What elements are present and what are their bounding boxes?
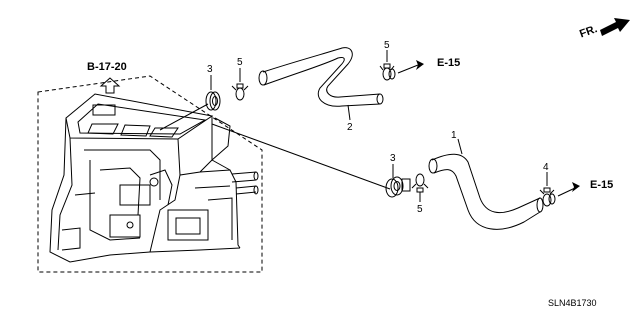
lower-outlet-ref-label: E-15	[590, 179, 613, 191]
up-arrow-icon	[99, 77, 121, 94]
grommet-lower	[385, 176, 411, 198]
upper-outlet-ref-label: E-15	[437, 57, 460, 69]
callout-4: 4	[543, 162, 549, 173]
leader-housing-to-grommet-lower	[211, 123, 391, 190]
clamp-upper-left	[231, 83, 249, 101]
leader-lower-arrow	[557, 187, 576, 197]
callout-5-lower-left: 5	[417, 204, 423, 215]
callout-2: 2	[347, 122, 353, 133]
grommet-upper	[205, 91, 221, 111]
callout-5-upper-left: 5	[237, 57, 243, 68]
heater-housing	[49, 93, 259, 263]
arrow-right-icon	[416, 60, 424, 70]
leader-housing-to-grommet-upper	[159, 103, 209, 131]
housing-boundary	[37, 75, 263, 273]
front-indicator-label: FR.	[578, 23, 599, 40]
housing-ref-label: B-17-20	[87, 61, 127, 73]
callout-5-upper-right: 5	[384, 40, 390, 51]
leader-2	[347, 104, 351, 121]
hose-upper	[258, 47, 384, 107]
leader-upper-arrow	[397, 64, 419, 74]
clamp-lower-left	[411, 173, 429, 193]
drawing-code: SLN4B1730	[548, 298, 597, 308]
callout-3-lower: 3	[390, 153, 396, 164]
clamp-lower-right	[539, 187, 556, 207]
clamp-upper-right	[379, 63, 396, 81]
arrow-right-icon	[572, 182, 580, 192]
callout-1: 1	[451, 130, 457, 141]
callout-3-upper: 3	[207, 64, 213, 75]
hose-lower	[428, 153, 544, 230]
leader-1	[457, 138, 463, 155]
front-arrow-icon	[600, 18, 630, 36]
